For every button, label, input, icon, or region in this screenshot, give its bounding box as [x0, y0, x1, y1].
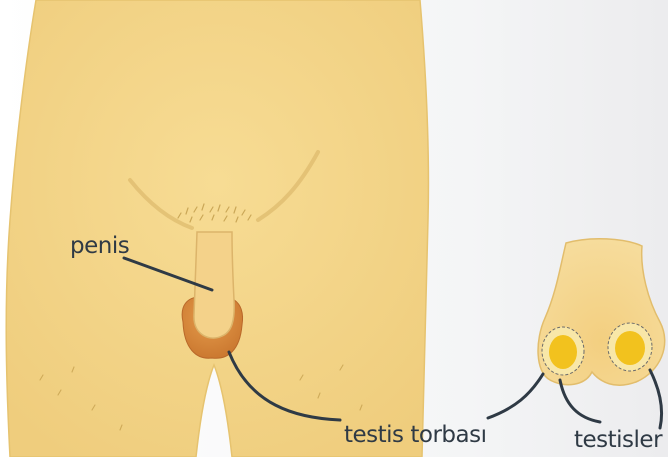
testis-left [542, 327, 584, 375]
label-testes: testisler [574, 427, 662, 453]
label-penis: penis [70, 233, 129, 259]
testis-right [608, 323, 652, 371]
label-scrotum: testis torbası [344, 422, 486, 448]
